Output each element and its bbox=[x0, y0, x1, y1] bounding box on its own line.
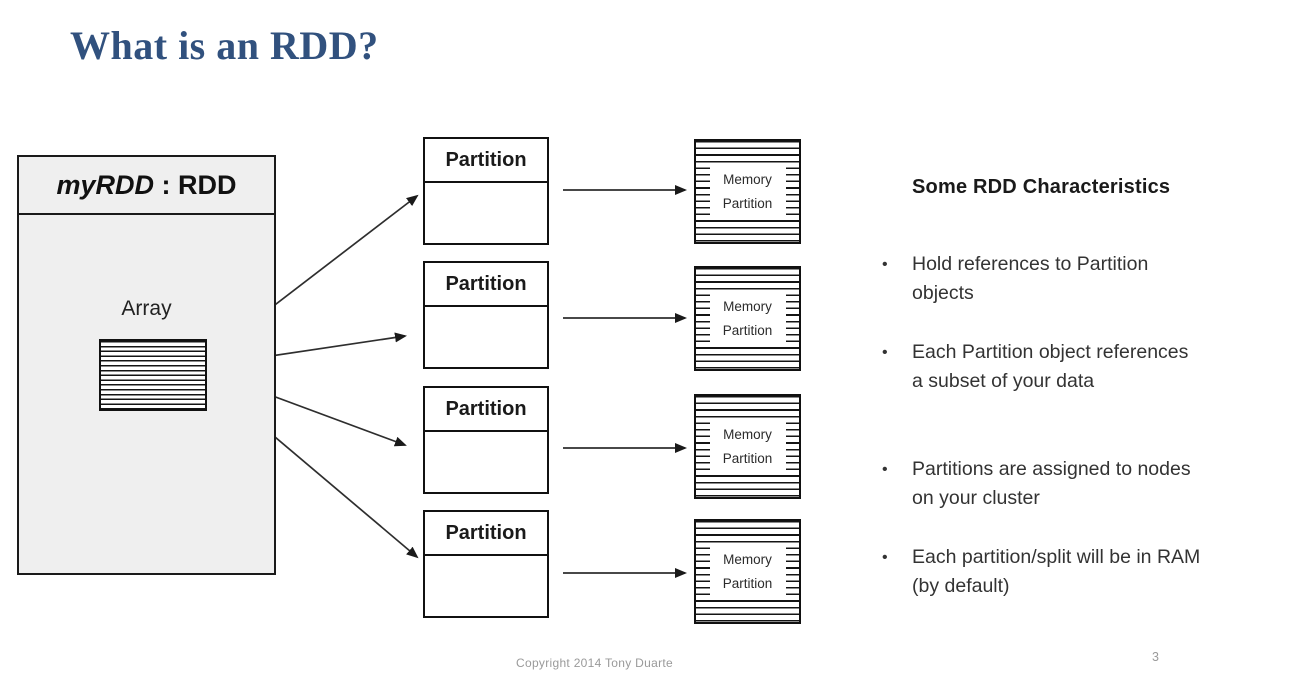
rdd-instance-name: myRDD bbox=[56, 169, 155, 200]
bullet-item-3: • Partitions are assigned to nodes on yo… bbox=[882, 455, 1204, 513]
rdd-object-title: myRDD : RDD bbox=[19, 157, 274, 215]
memory-partition-box-2: Memory Partition bbox=[694, 266, 801, 371]
copyright-text: Copyright 2014 Tony Duarte bbox=[516, 656, 674, 670]
bullet-item-3-text: Partitions are assigned to nodes on your… bbox=[912, 458, 1191, 509]
bullet-icon: • bbox=[882, 344, 888, 361]
array-label: Array bbox=[121, 297, 172, 320]
partition-box-4: Partition bbox=[423, 510, 549, 618]
bullet-item-4: • Each partition/split will be in RAM (b… bbox=[882, 543, 1204, 601]
bullet-item-1: • Hold references to Partition objects bbox=[882, 250, 1204, 308]
memory-partition-box-4: Memory Partition bbox=[694, 519, 801, 624]
memory-partition-box-1-label: Memory Partition bbox=[709, 166, 786, 217]
partition-box-4-label: Partition bbox=[425, 512, 547, 556]
bullet-icon: • bbox=[882, 256, 888, 273]
memory-partition-box-3: Memory Partition bbox=[694, 394, 801, 499]
memory-partition-box-1: Memory Partition bbox=[694, 139, 801, 244]
memory-word: Memory bbox=[723, 426, 772, 442]
rdd-object-box: myRDD : RDD Array bbox=[17, 155, 276, 575]
page-number: 3 bbox=[1152, 650, 1159, 664]
bullet-item-1-text: Hold references to Partition objects bbox=[912, 253, 1149, 304]
partition-word: Partition bbox=[722, 575, 773, 591]
partition-box-3-label: Partition bbox=[425, 388, 547, 432]
memory-word: Memory bbox=[723, 171, 772, 187]
bullet-item-2: • Each Partition object references a sub… bbox=[882, 338, 1204, 396]
partition-box-2-label: Partition bbox=[425, 263, 547, 307]
array-data-icon bbox=[99, 339, 207, 411]
bullet-icon: • bbox=[882, 549, 888, 566]
partition-word: Partition bbox=[722, 322, 773, 338]
partition-box-1: Partition bbox=[423, 137, 549, 245]
bullet-icon: • bbox=[882, 461, 888, 478]
partition-box-2: Partition bbox=[423, 261, 549, 369]
memory-word: Memory bbox=[723, 551, 772, 567]
memory-partition-box-4-label: Memory Partition bbox=[709, 546, 786, 597]
page-title: What is an RDD? bbox=[70, 23, 379, 68]
bullet-item-4-text: Each partition/split will be in RAM (by … bbox=[912, 546, 1201, 597]
memory-partition-box-2-label: Memory Partition bbox=[709, 293, 786, 344]
memory-partition-box-3-label: Memory Partition bbox=[709, 421, 786, 472]
partition-box-1-label: Partition bbox=[425, 139, 547, 183]
partition-box-3: Partition bbox=[423, 386, 549, 494]
rdd-type-suffix: : RDD bbox=[154, 169, 237, 200]
bullet-item-2-text: Each Partition object references a subse… bbox=[912, 341, 1189, 392]
partition-word: Partition bbox=[722, 195, 773, 211]
characteristics-heading: Some RDD Characteristics bbox=[912, 176, 1171, 198]
partition-word: Partition bbox=[722, 450, 773, 466]
memory-word: Memory bbox=[723, 298, 772, 314]
